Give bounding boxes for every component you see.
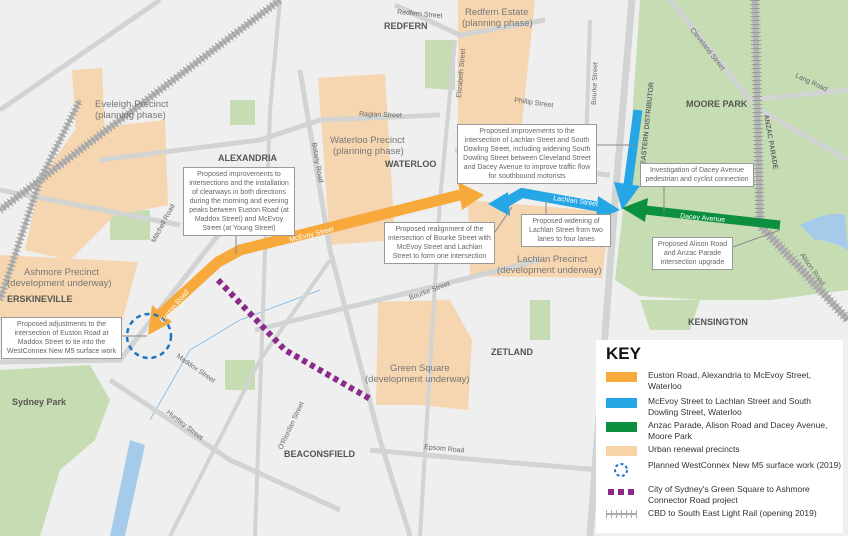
eveleigh-precinct-north [72, 68, 105, 135]
lachlan-label: Lachlan Precinct(development underway) [497, 254, 602, 276]
key-label: Planned WestConnex New M5 surface work (… [648, 460, 842, 470]
key-label: City of Sydney's Green Square to Ashmore… [648, 484, 810, 505]
suburb-moore-park: MOORE PARK [686, 99, 748, 109]
road [0, 187, 181, 228]
suburb-zetland: ZETLAND [491, 347, 533, 357]
lachlan-west-arrowhead [488, 192, 510, 216]
moore-park [615, 0, 848, 300]
key-item-westconnex: Planned WestConnex New M5 surface work (… [606, 460, 841, 484]
orange-swatch-icon [606, 372, 637, 382]
leader [732, 229, 781, 248]
south-dowling-arrowhead [614, 182, 640, 210]
suburb-kensington: KENSINGTON [688, 317, 748, 327]
street-maddox: Maddox Street [175, 353, 216, 385]
road [168, 258, 332, 536]
park [230, 100, 255, 125]
redfern-park [425, 40, 455, 90]
euston-mcevoy-route [156, 189, 462, 320]
street-raglan: Raglan Street [359, 111, 402, 119]
precinct-swatch-icon [606, 446, 637, 456]
euston-arrowhead [148, 305, 172, 335]
key-item-anzac: Anzac Parade, Alison Road and Dacey Aven… [606, 420, 841, 444]
road [297, 69, 413, 536]
key-item-connector: City of Sydney's Green Square to Ashmore… [606, 484, 841, 508]
blue-swatch-icon [606, 398, 637, 408]
key-label: Urban renewal precincts [648, 444, 740, 454]
park [530, 300, 550, 340]
road [99, 112, 441, 163]
sydney-park [0, 365, 110, 536]
key-label: Euston Road, Alexandria to McEvoy Street… [648, 370, 812, 391]
ashmore-label: Ashmore Precinct(development underway) [7, 267, 112, 289]
purple-dots-icon [608, 489, 634, 495]
road [0, 0, 162, 113]
green-square-label: Green Square(development underway) [365, 363, 470, 385]
key-item-precincts: Urban renewal precincts [606, 444, 841, 468]
kensington-park [640, 300, 700, 330]
redfern-estate [458, 0, 535, 160]
key-item-euston: Euston Road, Alexandria to McEvoy Street… [606, 370, 841, 394]
callout-bourke-realignment: Proposed realignment of the intersection… [384, 222, 495, 264]
dacey-arrowhead [622, 198, 648, 222]
dacey-route [644, 205, 781, 230]
key-title: KEY [606, 344, 641, 363]
south-dowling-route [623, 109, 643, 186]
street-botany: Botany Road [310, 142, 324, 183]
green-swatch-icon [606, 422, 637, 432]
callout-mcevoy-clearways: Proposed improvements to intersections a… [183, 167, 295, 236]
key-item-lachlan: McEvoy Street to Lachlan Street and Sout… [606, 396, 841, 420]
green-square-connector [215, 277, 374, 403]
callout-dacey-investigation: Investigation of Dacey Avenue pedestrian… [640, 163, 754, 187]
sydney-park-label: Sydney Park [12, 397, 67, 407]
callout-euston-maddox: Proposed adjustments to the intersection… [1, 317, 122, 359]
street-huntley: Huntley Street [165, 409, 204, 442]
callout-alison-anzac: Proposed Alison Road and Anzac Parade in… [652, 237, 733, 270]
map-key: KEY Euston Road, Alexandria to McEvoy St… [596, 340, 843, 533]
suburb-beaconsfield: BEACONSFIELD [284, 449, 356, 459]
street-redfern: Redfern Street [397, 9, 443, 20]
suburb-alexandria: ALEXANDRIA [218, 153, 278, 163]
key-item-light-rail: CBD to South East Light Rail (opening 20… [606, 508, 841, 532]
creek [149, 289, 321, 421]
route-label-dacey: Dacey Avenue [680, 213, 726, 224]
road [369, 447, 601, 473]
road [758, 107, 848, 163]
leader [494, 206, 513, 233]
lachlan-route [502, 187, 601, 212]
road [253, 0, 282, 536]
eveleigh-label: Eveleigh Precinct(planning phase) [95, 99, 169, 121]
road [0, 218, 232, 365]
callout-south-dowling: Proposed improvements to the intersectio… [457, 124, 597, 184]
street-bourke-north: Bourke Street [591, 62, 599, 105]
green-square [376, 300, 472, 410]
routes [125, 109, 781, 403]
rail-line [0, 99, 82, 301]
redfern-estate-label: Redfern Estate(planning phase) [462, 7, 533, 29]
suburb-waterloo: WATERLOO [385, 159, 436, 169]
street-elizabeth: Elizabeth Street [456, 48, 467, 98]
road [108, 377, 342, 513]
westconnex-surface-work [125, 312, 173, 360]
key-label: McEvoy Street to Lachlan Street and Sout… [648, 396, 812, 417]
mcevoy-arrowhead [458, 182, 484, 210]
road [668, 0, 848, 103]
suburb-erskineville: ERSKINEVILLE [7, 294, 73, 304]
ashmore-precinct [0, 255, 138, 322]
suburb-redfern: REDFERN [384, 21, 428, 31]
dashed-circle-icon [614, 463, 628, 477]
park [225, 360, 255, 390]
callout-lachlan-widening: Proposed widening of Lachlan Street from… [521, 214, 611, 247]
pond [800, 213, 848, 250]
key-label: CBD to South East Light Rail (opening 20… [648, 508, 817, 518]
road [254, 257, 541, 333]
alexandra-canal [110, 440, 145, 536]
road [393, 2, 546, 38]
light-rail-icon [606, 510, 637, 518]
waterloo-label: Waterloo Precinct(planning phase) [330, 135, 405, 157]
street-oriordan: O'Riordan Street [277, 401, 305, 451]
street-epsom: Epsom Road [424, 444, 465, 455]
key-label: Anzac Parade, Alison Road and Dacey Aven… [648, 420, 828, 441]
